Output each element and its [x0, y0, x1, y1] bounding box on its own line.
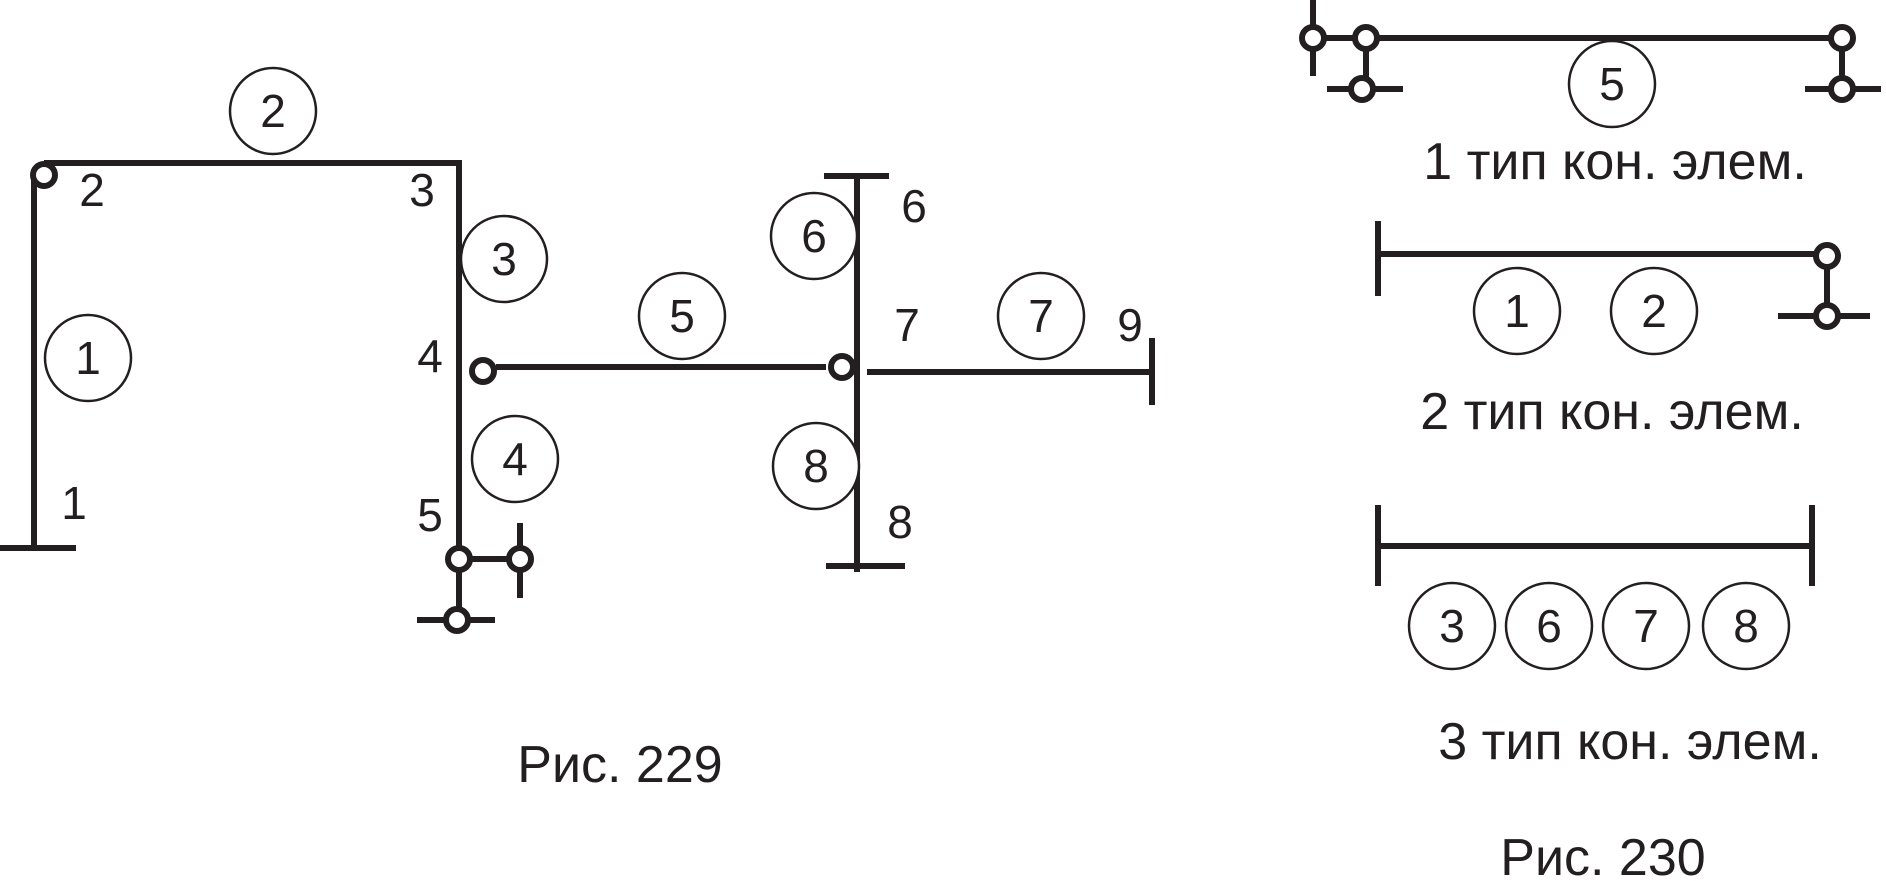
svg-text:2: 2 — [1641, 285, 1667, 337]
element-bubble-4: 4 — [470, 414, 560, 504]
figure-230: 5 1 тип кон. элем. 1 2 2 тип кон. элем. — [1299, 0, 1881, 881]
element-bubble-1: 1 — [43, 313, 133, 403]
element-bubble-5: 5 — [637, 271, 727, 361]
type-3-schematic — [1375, 505, 1815, 586]
node-label-3: 3 — [409, 164, 435, 216]
type-3-label: 3 тип кон. элем. — [1438, 713, 1822, 771]
type-2-schematic — [1375, 221, 1870, 330]
node-label-7: 7 — [894, 299, 920, 351]
node-label-5: 5 — [417, 489, 443, 541]
svg-text:1: 1 — [1504, 285, 1530, 337]
hinge-node-2 — [30, 161, 58, 189]
figure-229: 1 2 3 4 5 6 7 8 9 1 2 3 4 5 6 — [0, 66, 1155, 794]
node-label-9: 9 — [1117, 299, 1143, 351]
type-1-label: 1 тип кон. элем. — [1423, 133, 1807, 191]
element-bubble-6: 6 — [769, 191, 859, 281]
node-label-6: 6 — [901, 180, 927, 232]
type-2-element-bubble-2: 2 — [1609, 266, 1699, 356]
node-label-1: 1 — [61, 477, 87, 529]
element-bubble-2: 2 — [228, 66, 318, 156]
svg-text:2: 2 — [260, 85, 286, 137]
type-3-element-bubble-6: 6 — [1504, 581, 1594, 671]
figure-229-caption: Рис. 229 — [517, 736, 722, 794]
svg-text:6: 6 — [801, 210, 827, 262]
hinge-node-7 — [828, 353, 856, 381]
node-label-4: 4 — [417, 330, 443, 382]
svg-text:7: 7 — [1028, 290, 1054, 342]
svg-text:4: 4 — [502, 433, 528, 485]
type-1-element-bubble: 5 — [1567, 39, 1657, 129]
svg-text:1: 1 — [75, 332, 101, 384]
node-label-2: 2 — [79, 164, 105, 216]
type-3-element-bubble-7: 7 — [1601, 581, 1691, 671]
svg-text:7: 7 — [1633, 600, 1659, 652]
hinge-node-4 — [469, 357, 497, 385]
hinged-support-node-5 — [417, 523, 534, 634]
type-2-element-bubble-1: 1 — [1472, 266, 1562, 356]
node-label-8: 8 — [887, 496, 913, 548]
element-bubble-7: 7 — [996, 271, 1086, 361]
type-1-schematic — [1299, 0, 1881, 103]
svg-text:3: 3 — [491, 233, 517, 285]
type-3-element-bubble-8: 8 — [1701, 581, 1791, 671]
element-bubble-3: 3 — [459, 214, 549, 304]
svg-text:6: 6 — [1536, 600, 1562, 652]
type-2-label: 2 тип кон. элем. — [1420, 383, 1804, 441]
figure-230-caption: Рис. 230 — [1500, 829, 1705, 881]
type-3-element-bubble-3: 3 — [1407, 581, 1497, 671]
svg-text:5: 5 — [1599, 58, 1625, 110]
svg-text:8: 8 — [803, 440, 829, 492]
svg-text:5: 5 — [669, 290, 695, 342]
svg-text:3: 3 — [1439, 600, 1465, 652]
element-bubble-8: 8 — [771, 421, 861, 511]
svg-text:8: 8 — [1733, 600, 1759, 652]
